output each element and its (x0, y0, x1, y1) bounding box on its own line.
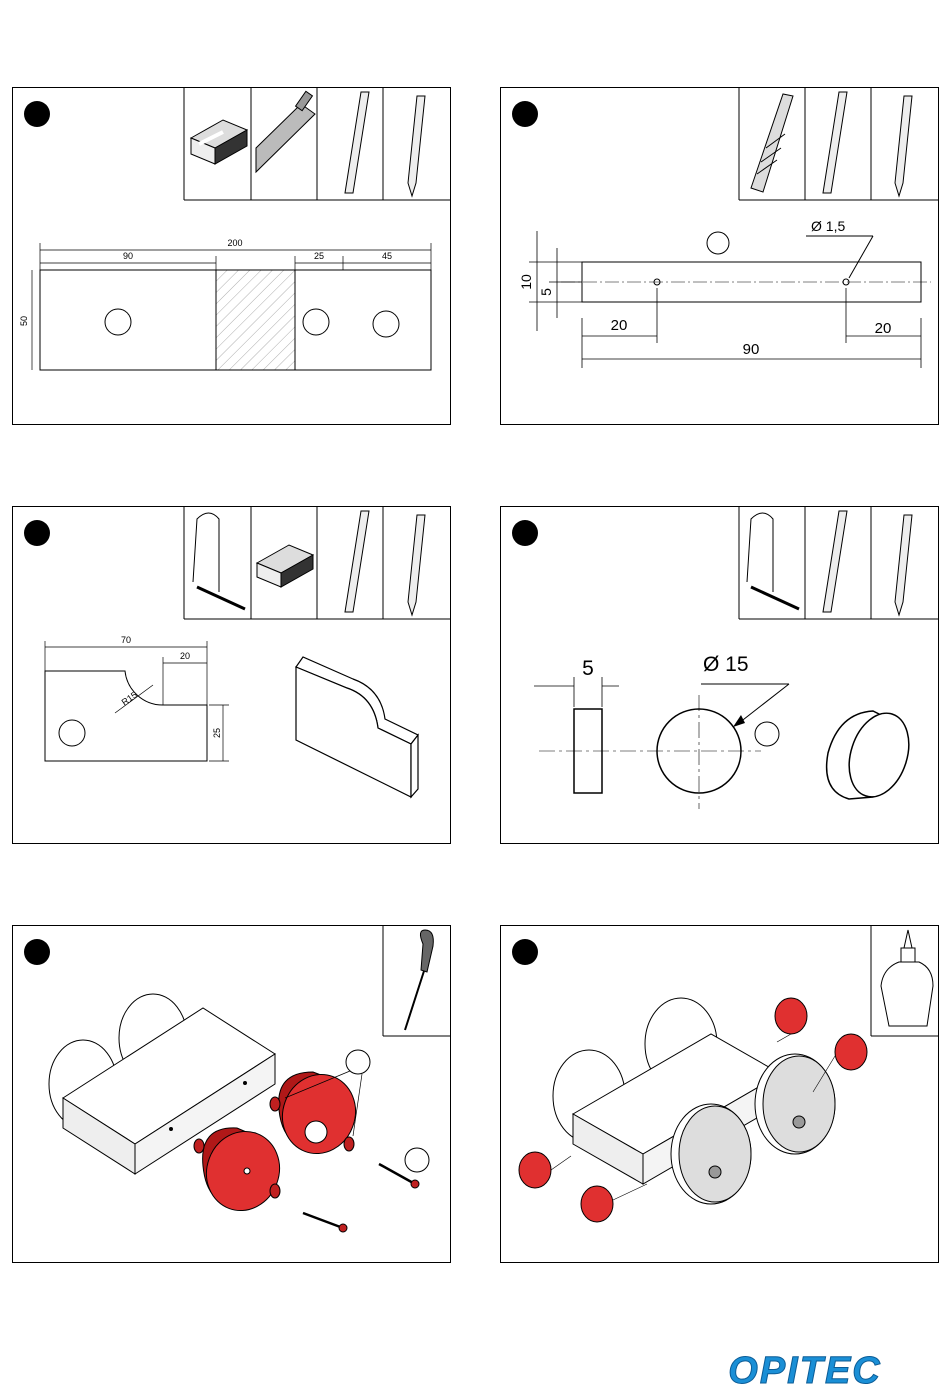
step-3-panel: 70 20 R15 25 (12, 506, 451, 844)
part-marker (707, 232, 729, 254)
screw-head (411, 1180, 419, 1188)
step-6-drawing (501, 926, 938, 1262)
brand-logo-text: OPITEC (728, 1350, 881, 1390)
dim-gap-25: 25 (314, 251, 324, 261)
step-marker-4 (512, 520, 538, 546)
ruler-icon (345, 511, 369, 612)
step-marker-3 (24, 520, 50, 546)
step-1-drawing: 200 90 25 45 50 (13, 88, 450, 424)
part-marker (405, 1148, 429, 1172)
leader-arrow (733, 715, 745, 727)
glue-bottle-icon (881, 930, 933, 1026)
pencil-icon (895, 515, 912, 615)
dim-half-5: 5 (538, 288, 554, 296)
sanding-block-icon (191, 120, 247, 164)
dim-length-90: 90 (743, 341, 760, 358)
step-5-panel (12, 925, 451, 1263)
disc-isometric (827, 705, 919, 804)
screw-head (339, 1224, 347, 1232)
tool-box-row (383, 926, 450, 1036)
ruler-icon (823, 511, 847, 612)
dim-height-10: 10 (518, 274, 534, 290)
coping-saw-icon (747, 513, 799, 609)
step-2-panel: Ø 1,5 10 5 20 20 90 (500, 87, 939, 425)
dim-radius-r15: R15 (120, 690, 139, 708)
step-3-drawing: 70 20 R15 25 (13, 507, 450, 843)
part-marker (59, 720, 85, 746)
part-isometric (296, 657, 418, 797)
dim-height-25: 25 (212, 728, 222, 738)
step-marker-2 (512, 101, 538, 127)
step-marker-1 (24, 101, 50, 127)
part-marker (303, 309, 329, 335)
saw-icon (256, 91, 315, 172)
step-1-panel: 200 90 25 45 50 (12, 87, 451, 425)
step-2-drawing: Ø 1,5 10 5 20 20 90 (501, 88, 938, 424)
part-marker (105, 309, 131, 335)
step-marker-5 (24, 939, 50, 965)
part-profile (45, 671, 207, 761)
dim-overall-200: 200 (227, 238, 242, 248)
dim-left-90: 90 (123, 251, 133, 261)
step-6-panel (500, 925, 939, 1263)
dim-height-50: 50 (19, 316, 29, 326)
dim-left-20: 20 (611, 317, 628, 334)
coping-saw-icon (193, 513, 245, 609)
part-marker (346, 1050, 370, 1074)
pencil-icon (408, 515, 425, 615)
screws (303, 1164, 415, 1228)
red-wheel-front (195, 1121, 290, 1221)
step-4-panel: 5 Ø 15 (500, 506, 939, 844)
hole-diameter-label: Ø 1,5 (811, 218, 845, 234)
step-5-drawing (13, 926, 450, 1262)
step-4-drawing: 5 Ø 15 (501, 507, 938, 843)
step-marker-6 (512, 939, 538, 965)
dim-right-45: 45 (382, 251, 392, 261)
pencil-icon (895, 96, 912, 196)
leader-line (849, 236, 873, 278)
dim-right-20: 20 (875, 320, 892, 337)
ruler-icon (823, 92, 847, 193)
opitec-logo: OPITEC (700, 1350, 910, 1390)
leader-line (739, 684, 789, 723)
waste-section (216, 270, 295, 370)
sanding-block-icon (257, 545, 313, 587)
part-marker (373, 311, 399, 337)
drill-bit-icon (751, 94, 793, 192)
part-marker (755, 722, 779, 746)
dim-width-70: 70 (121, 635, 131, 645)
screwdriver-icon (405, 930, 433, 1030)
pencil-icon (408, 96, 425, 196)
dim-thickness-5: 5 (582, 657, 594, 680)
dim-diameter-15: Ø 15 (703, 653, 749, 676)
ruler-icon (345, 92, 369, 193)
dim-notch-20: 20 (180, 651, 190, 661)
